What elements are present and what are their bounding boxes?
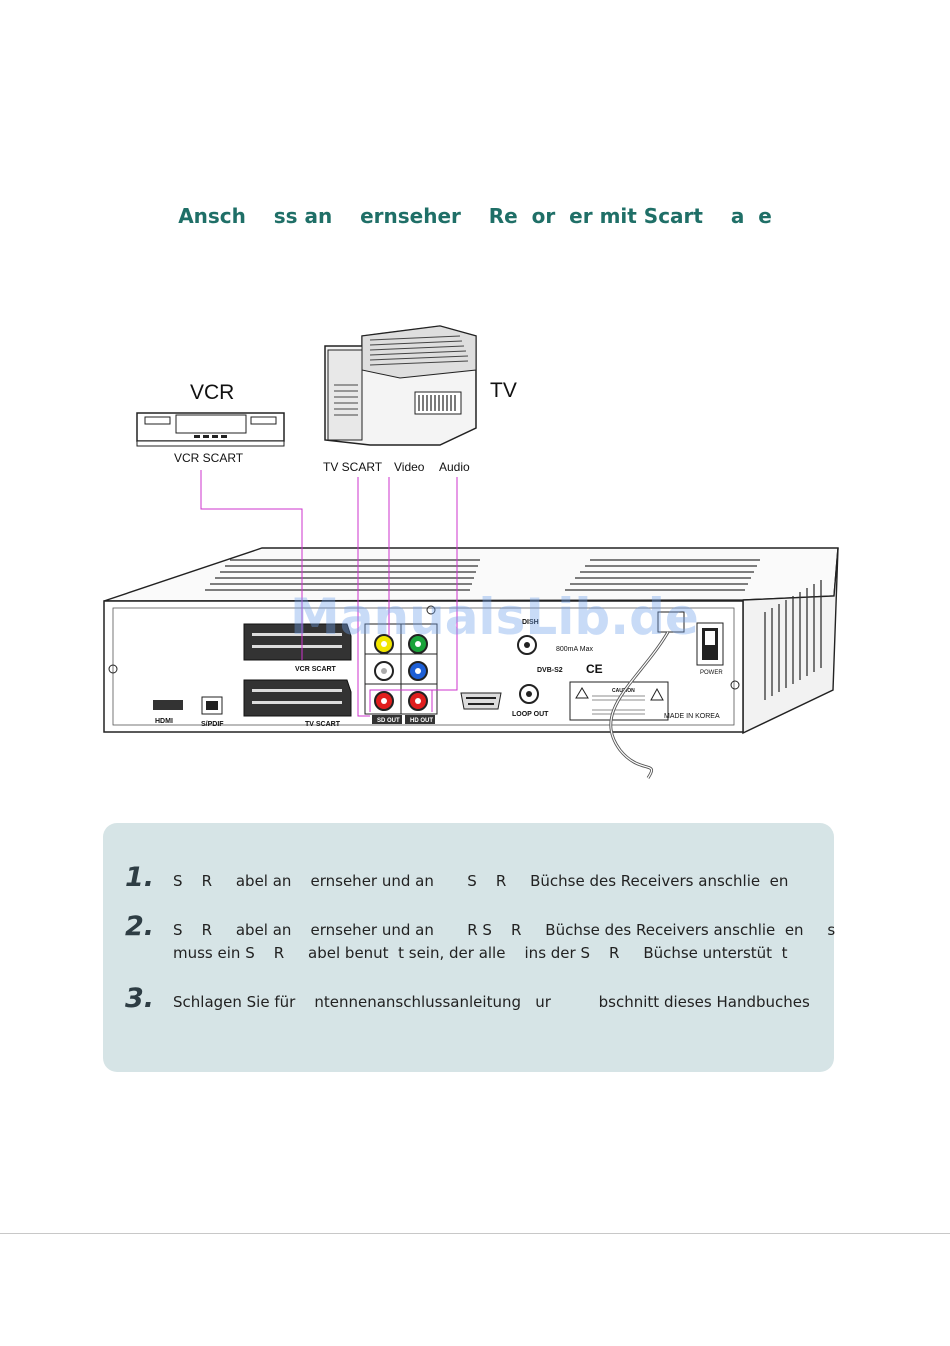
tv-scart-label: TV SCART [323,460,383,474]
watermark: ManualsLib.de [290,588,699,646]
tv-scart-port-label: TV SCART [305,721,341,728]
loop-out-label: LOOP OUT [512,711,549,718]
page-title: Ansch ss an ernseher Re or er mit Scart … [178,204,772,228]
vcr-scart-label: VCR SCART [174,451,244,465]
made-in-label: MADE IN KOREA [664,713,720,720]
instruction-box: 1. S R abel an ernseher und an S R Büchs… [103,823,836,1072]
connection-wires [200,470,458,717]
step-number: 1. [125,862,155,893]
tv-label: TV [490,379,517,402]
power-label: POWER [700,670,723,676]
hd-out-label: HD OUT [410,718,433,724]
vcr-scart-port-label: VCR SCART [295,666,337,673]
vcr-label: VCR [190,381,234,404]
audio-label: Audio [439,460,470,474]
step-number: 2. [125,911,155,942]
footer-divider [0,1233,950,1234]
step-number: 3. [125,983,155,1014]
tv-device: TV TV SCART Video Audio [323,325,517,474]
step-text: S R abel an ernseher und an R S R Büchse… [173,921,836,962]
dish-label: DISH [522,619,539,626]
vcr-device: VCR VCR SCART [136,381,285,465]
step-text: Schlagen Sie für ntennenanschlussanleitu… [173,993,810,1011]
hdmi-label: HDMI [155,718,173,725]
receiver: VCR SCART TV SCART HDMI S/PDIF SD OUT HD… [103,547,839,779]
step-text: S R abel an ernseher und an S R Büchse d… [173,872,789,890]
sd-out-label: SD OUT [377,718,400,724]
ce-mark: CE [586,662,603,676]
dvb-label: DVB-S2 [537,667,563,674]
ma-label: 800mA Max [556,646,593,653]
video-label: Video [394,460,425,474]
connection-diagram: VCR VCR SCART TV [103,325,839,779]
spdif-label: S/PDIF [201,721,224,728]
